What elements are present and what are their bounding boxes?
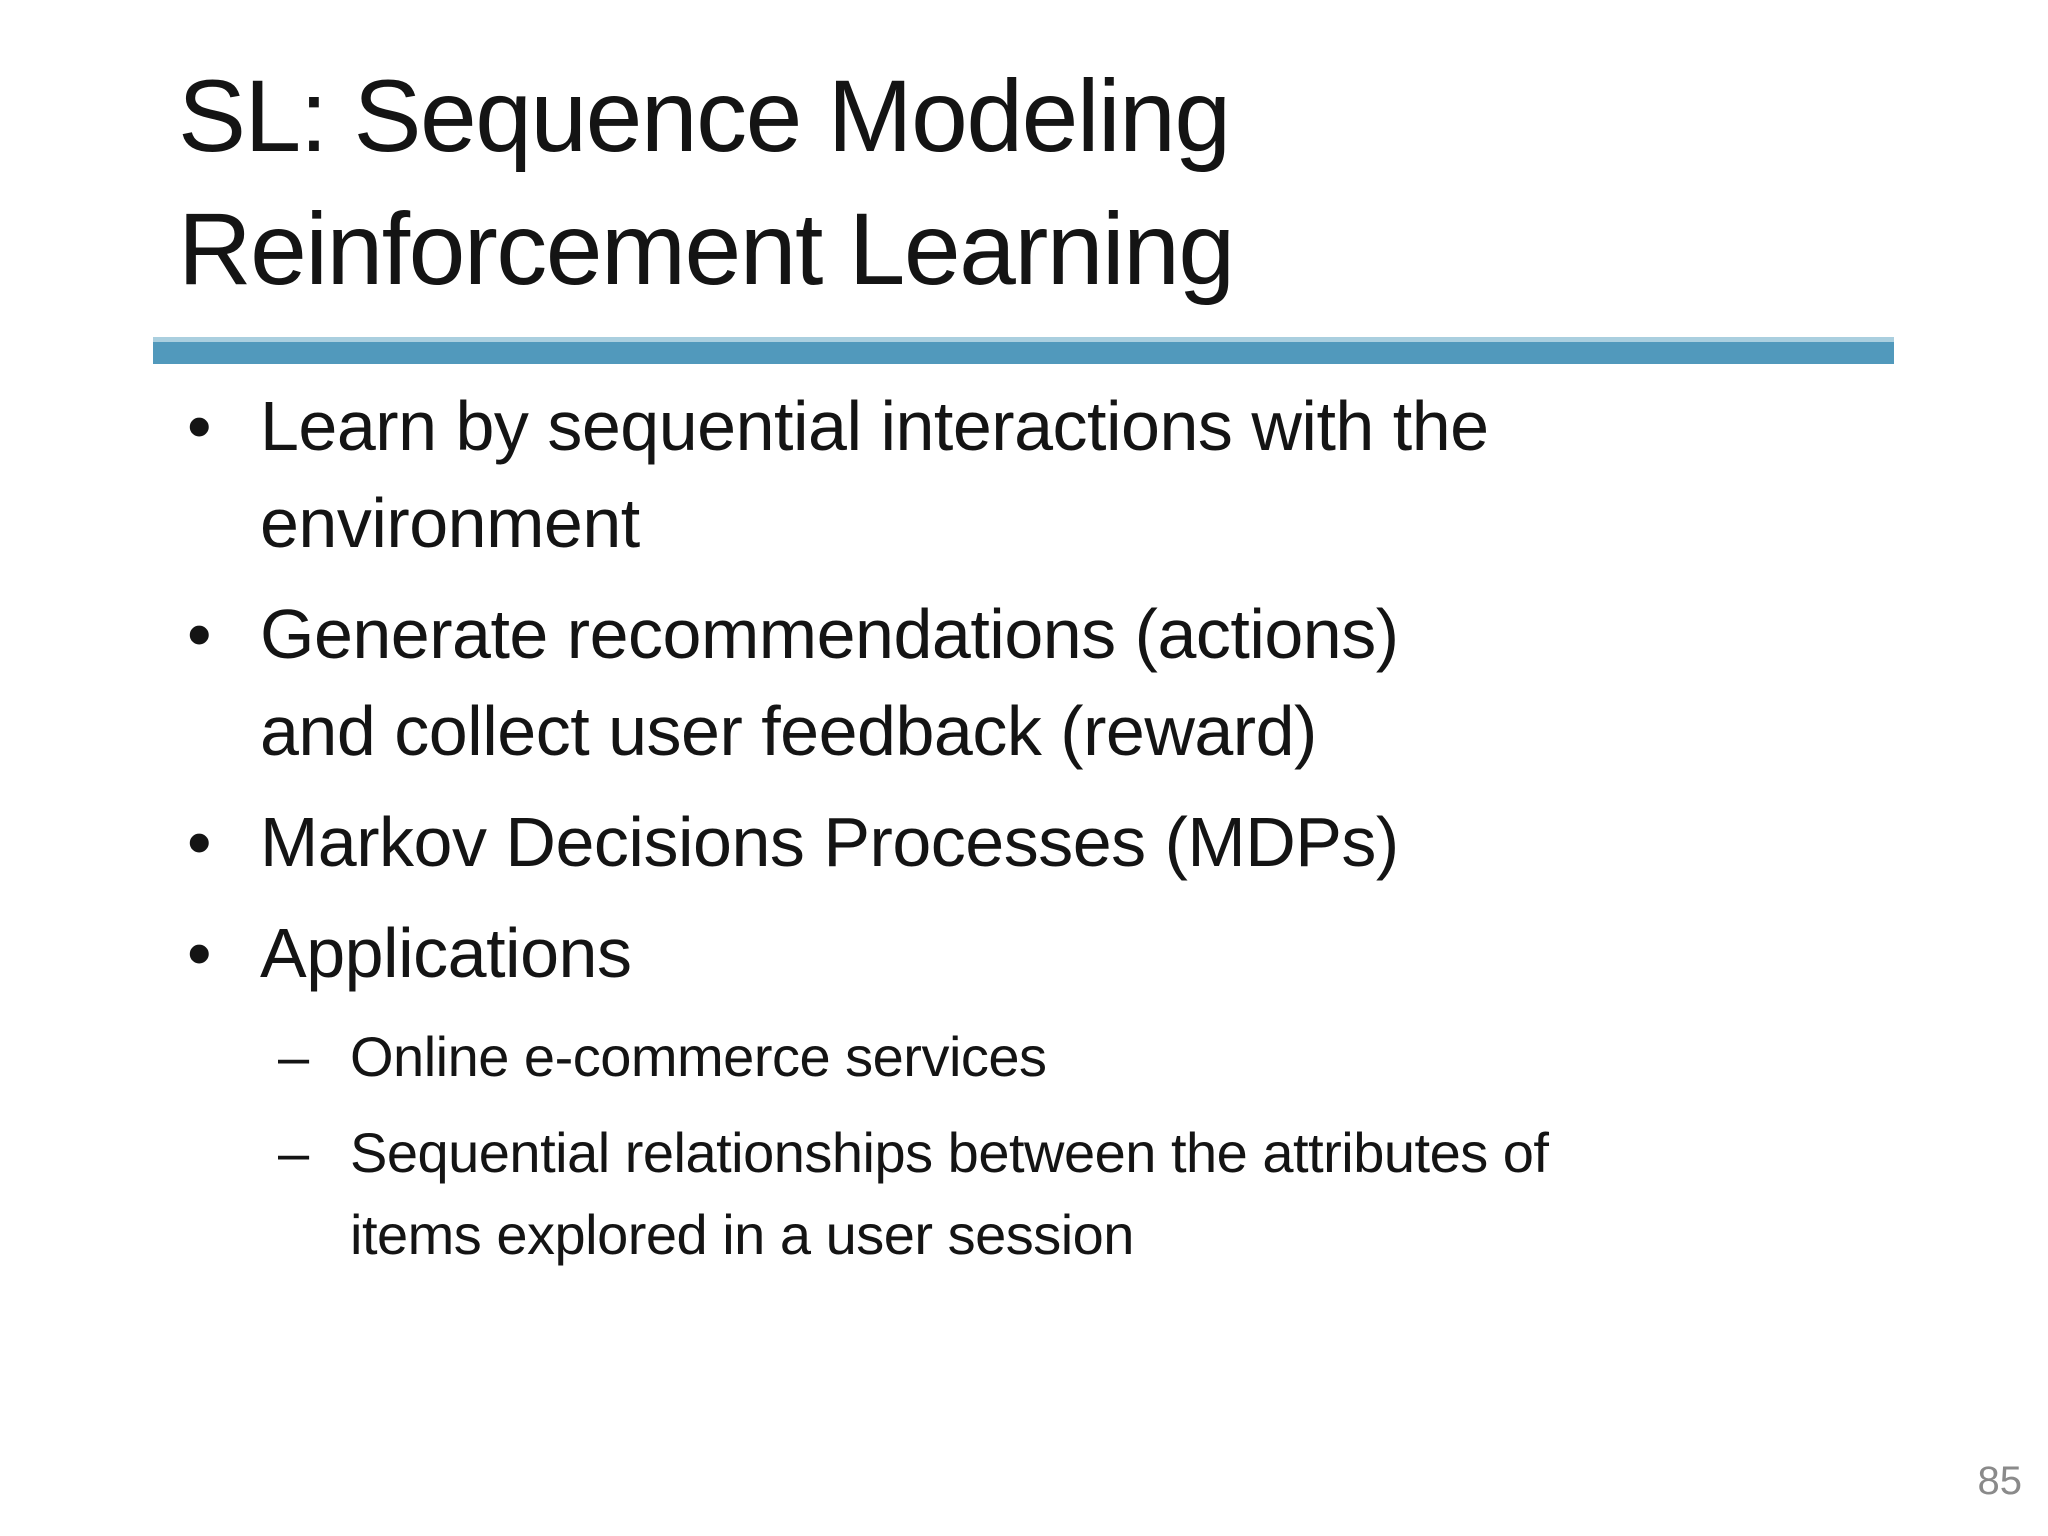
bullet-item: • Markov Decisions Processes (MDPs) — [185, 794, 1825, 891]
bullet-line: Generate recommendations (actions) — [260, 595, 1399, 673]
bullet-line: Markov Decisions Processes (MDPs) — [260, 803, 1399, 881]
bullet-line: environment — [260, 484, 640, 562]
bullet-item: • Generate recommendations (actions) and… — [185, 586, 1825, 780]
sub-bullet-item: – Sequential relationships between the a… — [278, 1112, 1850, 1276]
bullet-line: items explored in a user session — [350, 1203, 1134, 1266]
slide-title-line: SL: Sequence Modeling — [178, 59, 1231, 173]
bullet-list: • Learn by sequential interactions with … — [185, 378, 1825, 1276]
slide-title-line: Reinforcement Learning — [178, 192, 1235, 306]
sub-bullet-item: – Online e-commerce services — [278, 1016, 1850, 1098]
bullet-dot-icon: • — [187, 914, 212, 992]
dash-icon: – — [278, 1121, 309, 1184]
bullet-line: Online e-commerce services — [350, 1025, 1047, 1088]
bullet-dot-icon: • — [187, 595, 212, 673]
slide-title: SL: Sequence Modeling Reinforcement Lear… — [178, 50, 1235, 316]
bullet-item: • Learn by sequential interactions with … — [185, 378, 1825, 572]
bullet-line: Learn by sequential interactions with th… — [260, 387, 1489, 465]
bullet-line: Sequential relationships between the att… — [350, 1121, 1549, 1184]
title-accent-rule — [153, 337, 1894, 364]
bullet-dot-icon: • — [187, 803, 212, 881]
dash-icon: – — [278, 1025, 309, 1088]
bullet-dot-icon: • — [187, 387, 212, 465]
bullet-line: and collect user feedback (reward) — [260, 692, 1317, 770]
page-number: 85 — [1977, 1459, 2023, 1503]
bullet-item: • Applications — [185, 905, 1825, 1002]
bullet-line: Applications — [260, 914, 632, 992]
